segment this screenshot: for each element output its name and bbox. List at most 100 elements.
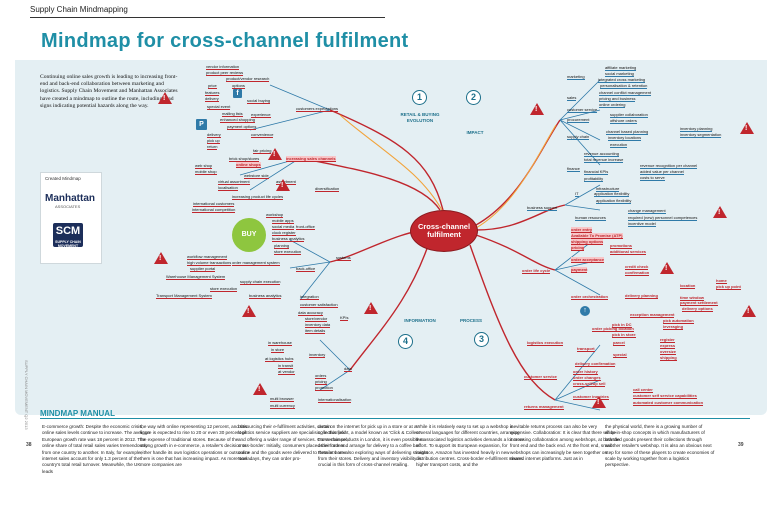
mindmap-node: product peer reviews bbox=[206, 70, 244, 76]
mindmap-node: pick up bbox=[207, 138, 220, 144]
mindmap-node: increasing sales channels bbox=[286, 156, 336, 162]
mindmap-node: promotions bbox=[610, 243, 632, 249]
warning-sign-icon bbox=[242, 305, 256, 317]
mindmap-node: pricing bbox=[315, 379, 327, 385]
mindmap-node: business analytics bbox=[272, 236, 305, 242]
manual-column-2: the way with online representing 12 perc… bbox=[140, 424, 250, 468]
mindmap-node: express bbox=[660, 343, 676, 349]
mindmap-node: inventory segmentation bbox=[680, 132, 722, 138]
mindmap-node: data bbox=[344, 366, 352, 372]
mindmap-node: webstore side bbox=[244, 173, 269, 179]
mindmap-node: time window bbox=[680, 295, 704, 301]
branch-business-support bbox=[475, 204, 566, 231]
mindmap-node: integration bbox=[300, 294, 319, 300]
mindmap-node: special event bbox=[207, 104, 231, 110]
mindmap-node: diversification bbox=[315, 186, 340, 192]
mindmap-node: marketing bbox=[567, 74, 585, 80]
mindmap-node: integrated cross marketing bbox=[598, 77, 646, 83]
mindmap-node: location bbox=[680, 283, 696, 289]
mindmap-node: in store bbox=[271, 347, 285, 353]
mindmap-node: offshore orders bbox=[610, 118, 637, 124]
mindmap-node: transport bbox=[577, 346, 595, 352]
mindmap-node: localisation bbox=[218, 185, 238, 191]
mindmap-node: brick shop/stores bbox=[229, 156, 260, 162]
mindmap-node: online ordering bbox=[599, 102, 626, 108]
scm-sub: SUPPLY CHAIN MOVEMENT bbox=[55, 240, 81, 248]
mindmap-node: delivery confirmation bbox=[575, 361, 616, 367]
mindmap-node: order changes bbox=[573, 375, 601, 381]
branch-data bbox=[349, 239, 431, 371]
mindmap-node: social media bbox=[272, 224, 295, 230]
mindmap-node: delivery options bbox=[682, 306, 713, 312]
mindmap-node: finance bbox=[567, 166, 580, 172]
mindmap-node: supplier collaboration bbox=[610, 112, 648, 118]
mindmap-node: execution bbox=[610, 142, 628, 148]
mindmap-node: item details bbox=[305, 328, 326, 334]
mindmap-node: pricing bbox=[571, 245, 585, 251]
mindmap-node: internationalisation bbox=[318, 397, 352, 403]
warning-sign-icon bbox=[592, 396, 606, 408]
center-node: Cross-channel fulfilment bbox=[410, 210, 478, 252]
mindmap-node: at vendor bbox=[278, 369, 295, 375]
mindmap-node: register bbox=[660, 337, 675, 343]
mindmap-node: back-office bbox=[296, 266, 316, 272]
mindmap-node: planning bbox=[274, 243, 290, 249]
mindmap-node: inventory bbox=[309, 352, 326, 358]
manual-column-1: E-commerce growth: Despite the economic … bbox=[42, 424, 150, 474]
mindmap-node: vendor information bbox=[206, 64, 240, 70]
mindmap-node: customer self service capabilities bbox=[633, 393, 697, 399]
mindmap-node: workflow management bbox=[187, 254, 228, 260]
quadrant-4-label: INFORMATION bbox=[404, 318, 436, 323]
mindmap-node: delivery bbox=[205, 96, 219, 102]
mindmap-node: pick in store bbox=[612, 332, 636, 338]
mindmap-node: customers expectations bbox=[296, 106, 339, 112]
mindmap-node: total revenue increase bbox=[584, 157, 624, 163]
mindmap-node: added value per channel bbox=[640, 169, 684, 175]
mindmap-node: customer inquiries bbox=[573, 394, 609, 400]
page-number-left: 38 bbox=[26, 442, 32, 448]
branch-execution bbox=[469, 244, 556, 401]
mindmap-node: credit check bbox=[625, 264, 649, 270]
warning-sign-icon bbox=[276, 179, 290, 191]
side-running-text: SUPPLY CHAIN MOVEMENT Q2 2013 bbox=[24, 360, 29, 430]
page-number-right: 39 bbox=[738, 442, 744, 448]
branch-order-lifecycle bbox=[475, 234, 556, 271]
mindmap-node: incentive model bbox=[628, 221, 656, 227]
mindmap-node: revenue recognition per channel bbox=[640, 163, 698, 169]
mindmap-node: data accuracy bbox=[298, 310, 323, 316]
mindmap-node: price bbox=[208, 83, 217, 89]
mindmap-node: features bbox=[205, 90, 220, 96]
quadrant-1-number: 1 bbox=[412, 90, 427, 105]
mindmap-node: call center bbox=[633, 387, 653, 393]
section-label: Supply Chain Mindmapping bbox=[30, 5, 128, 14]
mindmap-node: procurement bbox=[567, 117, 590, 123]
header-bar: Supply Chain Mindmapping bbox=[0, 0, 768, 22]
mindmap-node: Transport Management System bbox=[156, 293, 212, 299]
mindmap-canvas bbox=[15, 60, 767, 415]
creators-caption: Created Mindmap bbox=[45, 176, 81, 181]
mindmap-node: convenience bbox=[251, 132, 274, 138]
mindmap-node: high volume transactions bbox=[187, 260, 232, 266]
facebook-icon: f bbox=[233, 89, 242, 98]
buy-button-graphic: BUY bbox=[232, 218, 266, 252]
warning-sign-icon bbox=[268, 148, 282, 160]
mindmap-node: delivery bbox=[207, 132, 221, 138]
manual-column-3: outsourcing their e-fulfilment activitie… bbox=[238, 424, 348, 462]
mindmap-node: customer service bbox=[567, 107, 598, 113]
mindmap-node: channel conflict management bbox=[599, 90, 652, 96]
direction-sign-icon: ↑ bbox=[580, 306, 590, 316]
mindmap-node: in transit bbox=[278, 363, 294, 369]
mindmap-node: fair pricing bbox=[253, 148, 272, 154]
mindmap-node: systems bbox=[336, 255, 351, 261]
mindmap-node: experience bbox=[251, 112, 271, 118]
mindmap-node: in warehouse bbox=[268, 340, 292, 346]
mindmap-node: customer service bbox=[524, 374, 557, 380]
mindmap-node: options bbox=[232, 83, 245, 89]
mindmap-node: mobile apps bbox=[272, 218, 294, 224]
page-title: Mindmap for cross-channel fulfilment bbox=[41, 30, 409, 52]
mindmap-node: pick up point bbox=[716, 284, 741, 290]
warning-sign-icon bbox=[253, 383, 267, 395]
mindmap-node: application flexibility bbox=[594, 191, 630, 197]
mindmap-node: infrastructure bbox=[596, 186, 620, 192]
mindmap-node: order history bbox=[573, 369, 598, 375]
